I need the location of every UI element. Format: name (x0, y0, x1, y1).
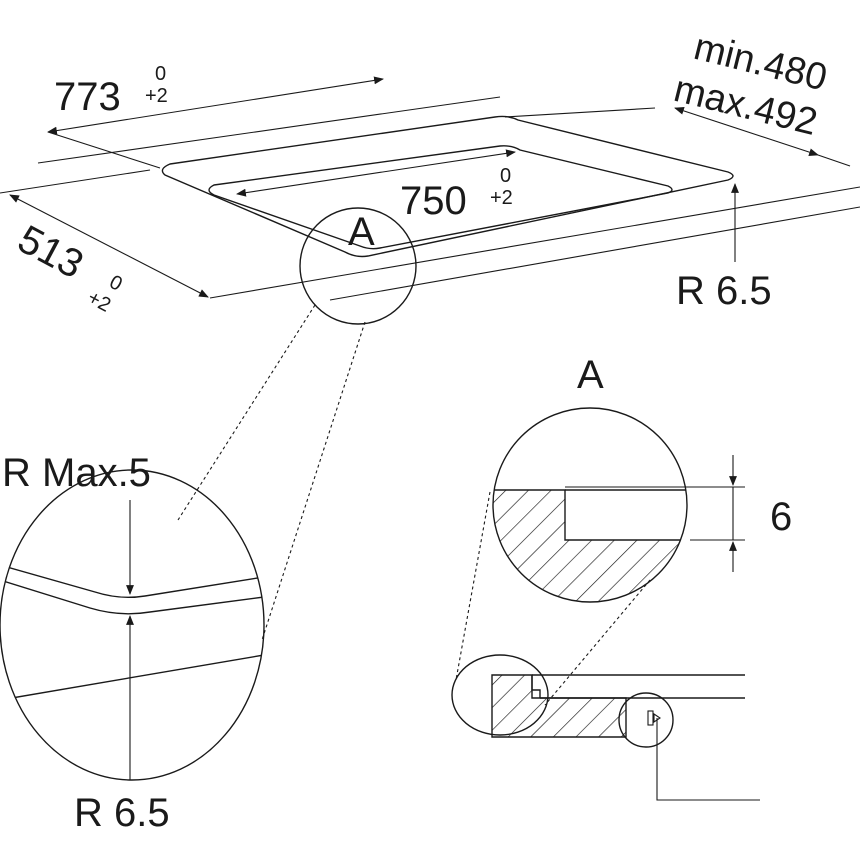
detail-circle-marker: A (177, 207, 417, 641)
depth-value: 513 (11, 217, 91, 287)
section-overview (451, 654, 760, 801)
rebate-depth-label: 6 (770, 495, 792, 539)
worktop-right-back-edge (504, 107, 656, 118)
overview-section-hatch (491, 674, 627, 738)
inner-width-tol-upper: 0 (500, 165, 511, 187)
worktop-perspective (0, 96, 860, 301)
corner-detail-enlarged: R Max.5 R 6.5 (0, 451, 265, 835)
radius-max-label: R Max.5 (2, 451, 151, 495)
inner-width-tol-lower: +2 (490, 187, 513, 209)
dimension-worktop-depth: min.480 max.492 (670, 26, 851, 167)
worktop-front-edge-lower (329, 206, 860, 301)
worktop-section-hatch (493, 489, 687, 602)
outer-width-tol-upper: 0 (155, 63, 166, 85)
dimension-depth: 513 0 +2 (9, 194, 209, 317)
detail-marker-label: A (348, 210, 375, 254)
dimension-outer-width: 773 0 +2 (47, 63, 384, 169)
dimension-inner-width: 750 0 +2 (236, 149, 516, 223)
worktop-left-edge (0, 169, 151, 194)
radius-detail-label: R 6.5 (74, 791, 170, 835)
corner-radius-callout: R 6.5 (676, 183, 772, 313)
outer-width-value: 773 (54, 75, 121, 119)
corner-radius-top-label: R 6.5 (676, 269, 772, 313)
outer-width-tol-lower: +2 (145, 85, 168, 107)
depth-tol-upper: 0 (106, 271, 126, 296)
cutout-outer-outline (161, 115, 734, 258)
inner-width-value: 750 (400, 179, 467, 223)
section-detail-a: A 6 (455, 353, 792, 706)
worktop-front-edge (209, 186, 860, 299)
cutout-inner-outline (208, 145, 673, 250)
detail-a-title: A (577, 353, 604, 397)
